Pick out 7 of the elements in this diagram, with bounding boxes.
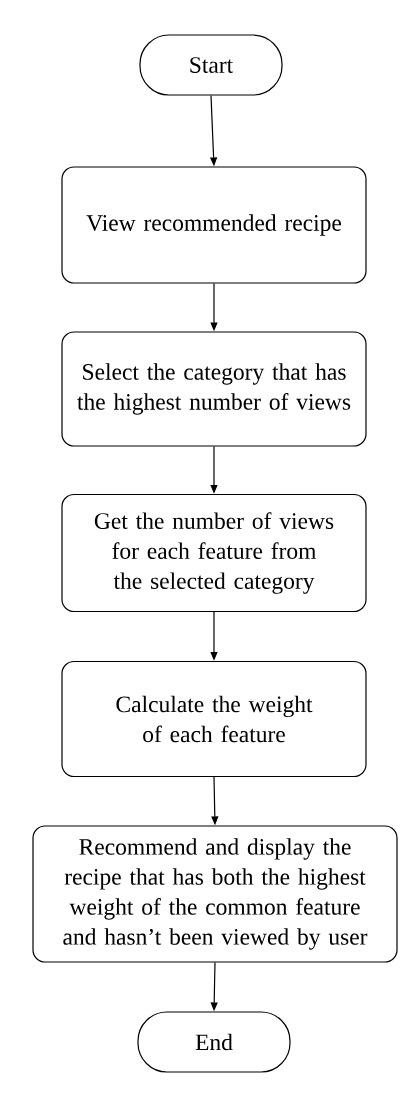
process-box: Recommend and display the recipe that has both the highest weight of the common feature and hasn’t been viewed by user xyxy=(32,825,398,963)
process-box: Calculate the weight of each feature xyxy=(61,660,367,778)
terminal-box: Start xyxy=(139,34,283,96)
process-box: Get the number of views for each feature from the selected category xyxy=(61,493,367,613)
terminal-box: End xyxy=(137,1011,291,1073)
process-box: Select the category that has the highest number of views xyxy=(61,331,367,447)
process-box: View recommended recipe xyxy=(61,166,367,284)
